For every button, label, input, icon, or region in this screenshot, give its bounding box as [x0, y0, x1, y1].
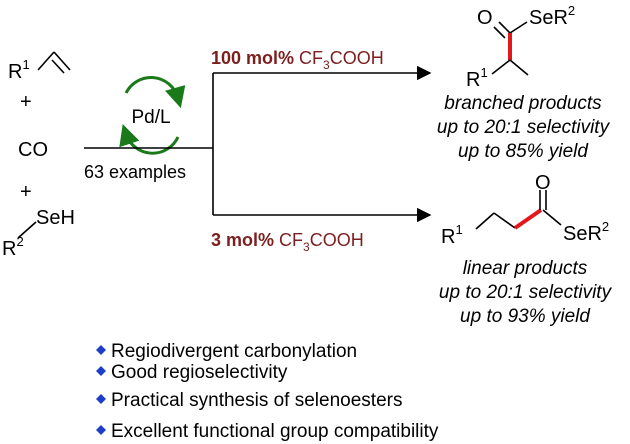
catalyst-cycle-arrow-bottom	[119, 124, 180, 155]
feature-text: Practical synthesis of selenoesters	[111, 390, 402, 411]
linear-bond-2	[493, 212, 516, 229]
selenol-bond	[17, 221, 37, 239]
linear-highlight-bond	[513, 208, 543, 230]
diamond-bullet-icon	[96, 425, 106, 435]
linear-r-label: R1	[441, 222, 463, 248]
linear-product-structure: R1 O SeR2	[441, 172, 609, 248]
linear-cse-bond	[542, 209, 562, 226]
feature-text: Regiodivergent carbonylation	[111, 341, 357, 362]
alkene-bond	[37, 51, 55, 71]
alkene-r-label: R1	[8, 57, 30, 83]
linear-se-label: SeR2	[563, 219, 609, 245]
linear-note-1: linear products	[463, 258, 588, 279]
diamond-bullet-icon	[96, 366, 106, 376]
alkene-double-bond-b	[51, 59, 65, 74]
linear-note-2: up to 20:1 selectivity	[439, 282, 613, 303]
branched-cse-bond	[509, 21, 528, 34]
catalyst-cycle-arrow-top	[124, 76, 186, 109]
branched-se-label: SeR2	[529, 3, 575, 29]
branched-r-bond	[491, 59, 511, 75]
branched-note-3: up to 85% yield	[458, 141, 589, 162]
carbon-monoxide: CO	[18, 139, 48, 161]
plus-sign-1: +	[20, 91, 32, 113]
branched-note-1: branched products	[444, 93, 602, 114]
alkene-double-bond-a	[53, 51, 71, 71]
linear-oxygen: O	[535, 172, 551, 194]
lower-condition: 3 mol%CF3COOH	[211, 230, 364, 254]
branched-r-label: R1	[466, 65, 488, 91]
feature-text: Good regioselectivity	[111, 362, 288, 383]
feature-item: Regiodivergent carbonylation	[96, 341, 357, 362]
catalyst-cycle: Pd/L	[119, 76, 186, 155]
examples-count: 63 examples	[84, 162, 186, 182]
feature-item: Excellent functional group compatibility	[96, 421, 439, 442]
selenol-reactant: SeH R2	[2, 207, 75, 260]
branched-product-structure: O SeR2 R1	[466, 3, 575, 91]
feature-item: Practical synthesis of selenoesters	[96, 390, 402, 411]
branched-co-bond-b	[493, 26, 506, 39]
feature-text: Excellent functional group compatibility	[111, 421, 439, 442]
plus-sign-2: +	[20, 181, 32, 203]
diamond-bullet-icon	[96, 345, 106, 355]
branched-oxygen: O	[477, 7, 493, 29]
upper-condition: 100 mol%CF3COOH	[211, 48, 384, 72]
linear-product-notes: linear products up to 20:1 selectivity u…	[439, 258, 613, 327]
linear-note-3: up to 93% yield	[460, 306, 591, 327]
branched-methyl-bond	[509, 59, 529, 76]
catalyst-label: Pd/L	[131, 107, 170, 128]
alkene-reactant: R1	[8, 51, 71, 83]
feature-list: Regiodivergent carbonylation Good regios…	[96, 341, 439, 442]
feature-item: Good regioselectivity	[96, 362, 288, 383]
selenol-seh-label: SeH	[36, 207, 75, 229]
linear-bond-1	[475, 212, 495, 230]
diamond-bullet-icon	[96, 394, 106, 404]
selenol-r-label: R2	[2, 234, 24, 260]
branched-co-bond-a	[498, 21, 511, 34]
branched-product-notes: branched products up to 20:1 selectivity…	[437, 93, 611, 162]
branched-note-2: up to 20:1 selectivity	[437, 117, 611, 138]
